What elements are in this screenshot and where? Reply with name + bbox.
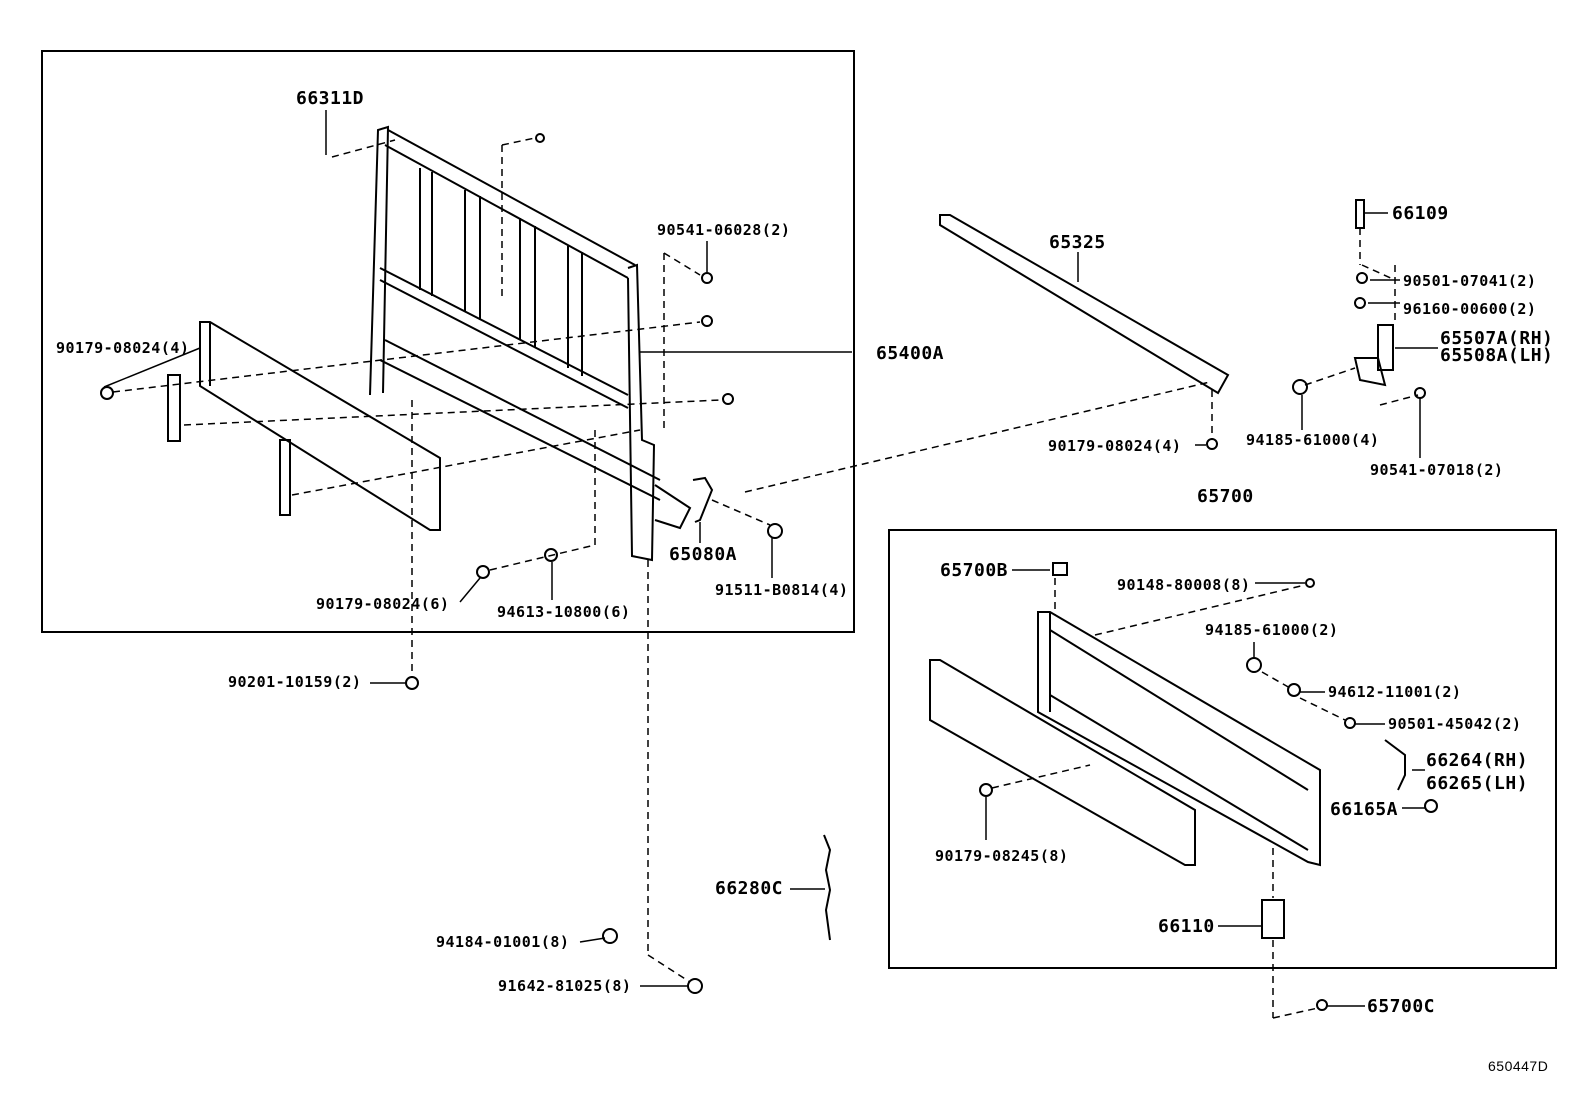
washer-96160-00600 (1354, 297, 1366, 309)
latch-66110 (1261, 899, 1285, 939)
bolt-91511-B0814 (767, 523, 783, 539)
nut-90201-10159 (405, 676, 419, 690)
label-66280C: 66280C (715, 878, 784, 899)
washer-90501-45042 (1344, 717, 1356, 729)
headboard-frame (369, 125, 692, 562)
label-90501-45042: 90501-45042(2) (1388, 715, 1522, 733)
bolt-65700C (1316, 999, 1328, 1011)
bolt-90148-80008 (1305, 578, 1315, 588)
gate-front-panel (929, 659, 1196, 866)
nut-90179-08024-4b (1206, 438, 1218, 450)
label-94613-10800: 94613-10800(6) (497, 603, 631, 621)
gate-frame (1037, 611, 1321, 867)
clip-65700B (1052, 562, 1068, 576)
label-94185-61000-4: 94185-61000(4) (1246, 431, 1380, 449)
bolt-upper (535, 133, 545, 143)
label-90148-80008: 90148-80008(8) (1117, 576, 1251, 594)
label-94612-11001: 94612-11001(2) (1328, 683, 1462, 701)
bracket-left-lower (279, 439, 291, 516)
label-90179-08024-4a: 90179-08024(4) (56, 339, 190, 357)
label-65508A: 65508A(LH) (1440, 345, 1554, 366)
label-90541-07018: 90541-07018(2) (1370, 461, 1504, 479)
label-90501-07041: 90501-07041(2) (1403, 272, 1537, 290)
hook-65080A (692, 476, 714, 523)
diagram-id: 650447D (1488, 1058, 1549, 1074)
washer-94185-61000-4 (1292, 379, 1308, 395)
chain-66280C (823, 834, 832, 941)
label-65700B: 65700B (940, 560, 1009, 581)
bracket-left (167, 374, 181, 442)
label-66165A: 66165A (1330, 799, 1399, 820)
headboard-front-panel (199, 321, 441, 531)
label-90179-08024-6: 90179-08024(6) (316, 595, 450, 613)
bolt-66109 (1355, 199, 1365, 229)
label-66265: 66265(LH) (1426, 773, 1529, 794)
label-90179-08024-4b: 90179-08024(4) (1048, 437, 1182, 455)
washer-90501-07041 (1356, 272, 1368, 284)
bolt-90541-07018 (1414, 387, 1426, 399)
bolt-90541-06028 (701, 272, 713, 284)
label-65325: 65325 (1049, 232, 1106, 253)
nut-90179-08024-4a (100, 386, 114, 400)
label-94184-01001: 94184-01001(8) (436, 933, 570, 951)
nut-90179-08024-6 (476, 565, 490, 579)
bolt-lower (722, 393, 734, 405)
label-66109: 66109 (1392, 203, 1449, 224)
label-66311D: 66311D (296, 88, 365, 109)
washer-94184-01001 (602, 928, 618, 944)
rail-65325 (939, 214, 1230, 395)
washer-94612-11001 (1287, 683, 1301, 697)
label-96160-00600: 96160-00600(2) (1403, 300, 1537, 318)
label-90201-10159: 90201-10159(2) (228, 673, 362, 691)
pin-66165A (1424, 799, 1438, 813)
label-65400A: 65400A (876, 343, 945, 364)
label-65700: 65700 (1197, 486, 1254, 507)
label-90541-06028: 90541-06028(2) (657, 221, 791, 239)
label-66110: 66110 (1158, 916, 1215, 937)
pin-66264 (1384, 739, 1406, 791)
bolt-mid (701, 315, 713, 327)
nut-90179-08245 (979, 783, 993, 797)
assembly-box-65400A (41, 50, 855, 633)
label-91511-B0814: 91511-B0814(4) (715, 581, 849, 599)
bolt-91642-81025 (687, 978, 703, 994)
washer-94185-61000-2 (1246, 657, 1262, 673)
assembly-box-65700 (888, 529, 1557, 969)
label-65507A: 65507A(RH) (1440, 328, 1554, 349)
label-65700C: 65700C (1367, 996, 1436, 1017)
label-65080A: 65080A (669, 544, 738, 565)
label-91642-81025: 91642-81025(8) (498, 977, 632, 995)
bracket-65507A (1353, 324, 1394, 387)
label-94185-61000-2: 94185-61000(2) (1205, 621, 1339, 639)
label-66264: 66264(RH) (1426, 750, 1529, 771)
label-90179-08245: 90179-08245(8) (935, 847, 1069, 865)
